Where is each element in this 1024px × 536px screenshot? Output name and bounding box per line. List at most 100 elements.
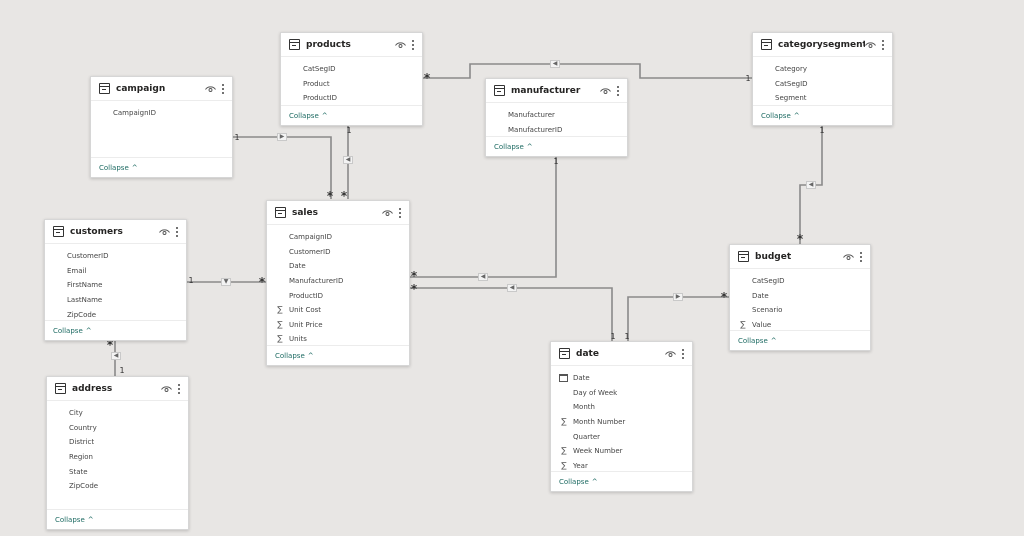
field-item[interactable]: ProductID — [281, 91, 422, 106]
field-item[interactable]: Segment — [753, 91, 892, 106]
cardinality-one: 1 — [234, 133, 240, 142]
field-item[interactable]: CustomerID — [45, 249, 186, 264]
collapse-link[interactable]: Collapse^ — [53, 327, 92, 335]
field-item[interactable]: Scenario — [730, 303, 870, 318]
eye-icon[interactable] — [395, 41, 406, 49]
relationship-line-products-categorysegment — [423, 63, 752, 79]
field-item[interactable]: Date — [551, 371, 692, 386]
field-item[interactable]: Region — [47, 450, 188, 465]
field-item[interactable]: CampaignID — [91, 106, 232, 121]
collapse-link[interactable]: Collapse^ — [289, 112, 328, 120]
field-item[interactable]: ∑Unit Price — [267, 318, 409, 333]
table-icon — [53, 226, 64, 237]
field-item[interactable]: Manufacturer — [486, 108, 627, 123]
field-label: Year — [573, 461, 588, 470]
eye-icon[interactable] — [665, 350, 676, 358]
collapse-divider — [281, 105, 422, 106]
more-options-icon[interactable] — [176, 226, 179, 237]
cardinality-many: * — [410, 269, 418, 283]
collapse-link[interactable]: Collapse^ — [559, 478, 598, 486]
field-item[interactable]: Quarter — [551, 429, 692, 444]
table-header[interactable]: date — [551, 342, 692, 366]
eye-icon[interactable] — [865, 41, 876, 49]
more-options-icon[interactable] — [412, 39, 415, 50]
collapse-link[interactable]: Collapse^ — [275, 352, 314, 360]
field-item[interactable]: ZipCode — [47, 479, 188, 494]
table-title: address — [72, 383, 113, 394]
field-item[interactable]: ∑Month Number — [551, 415, 692, 430]
table-header[interactable]: manufacturer — [486, 79, 627, 103]
field-list: CampaignID — [91, 101, 232, 121]
field-item[interactable]: ∑Unit Cost — [267, 303, 409, 318]
eye-icon[interactable] — [600, 87, 611, 95]
field-item[interactable]: Category — [753, 62, 892, 77]
field-item[interactable]: Day of Week — [551, 386, 692, 401]
more-options-icon[interactable] — [882, 39, 885, 50]
more-options-icon[interactable] — [682, 348, 685, 359]
field-item[interactable]: Email — [45, 264, 186, 279]
collapse-divider — [730, 330, 870, 331]
table-header[interactable]: campaign — [91, 77, 232, 101]
more-options-icon[interactable] — [399, 207, 402, 218]
field-item[interactable]: ∑Units — [267, 332, 409, 347]
collapse-link[interactable]: Collapse^ — [55, 516, 94, 524]
field-item[interactable]: CatSegID — [730, 274, 870, 289]
field-item[interactable]: Product — [281, 77, 422, 92]
collapse-link[interactable]: Collapse^ — [99, 164, 138, 172]
more-options-icon[interactable] — [617, 85, 620, 96]
field-item[interactable]: ManufacturerID — [486, 123, 627, 138]
collapse-link[interactable]: Collapse^ — [494, 143, 533, 151]
field-item[interactable]: CampaignID — [267, 230, 409, 245]
cardinality-one: 1 — [745, 74, 751, 83]
table-header[interactable]: address — [47, 377, 188, 401]
table-header[interactable]: products — [281, 33, 422, 57]
field-item[interactable]: Month — [551, 400, 692, 415]
eye-icon[interactable] — [161, 385, 172, 393]
eye-icon[interactable] — [843, 253, 854, 261]
field-item[interactable]: ∑Week Number — [551, 444, 692, 459]
eye-icon[interactable] — [159, 228, 170, 236]
field-item[interactable]: CustomerID — [267, 245, 409, 260]
field-item[interactable]: LastName — [45, 293, 186, 308]
collapse-link[interactable]: Collapse^ — [738, 337, 777, 345]
field-item[interactable]: ∑Year — [551, 459, 692, 474]
table-header[interactable]: categorysegment — [753, 33, 892, 57]
eye-icon[interactable] — [205, 85, 216, 93]
field-item[interactable]: City — [47, 406, 188, 421]
collapse-divider — [486, 136, 627, 137]
more-options-icon[interactable] — [860, 251, 863, 262]
field-item[interactable]: ManufacturerID — [267, 274, 409, 289]
more-options-icon[interactable] — [178, 383, 181, 394]
field-item[interactable]: FirstName — [45, 278, 186, 293]
field-item[interactable]: District — [47, 435, 188, 450]
cardinality-many: * — [796, 232, 804, 246]
table-header[interactable]: customers — [45, 220, 186, 244]
eye-icon[interactable] — [382, 209, 393, 217]
field-item[interactable]: ZipCode — [45, 307, 186, 322]
relationship-line-campaign-sales — [233, 136, 332, 199]
field-item[interactable]: ProductID — [267, 288, 409, 303]
field-item[interactable]: CatSegID — [753, 77, 892, 92]
field-item[interactable]: Country — [47, 421, 188, 436]
more-options-icon[interactable] — [222, 83, 225, 94]
sum-icon: ∑ — [561, 445, 567, 455]
field-item[interactable]: State — [47, 464, 188, 479]
field-item[interactable]: Date — [730, 289, 870, 304]
table-header[interactable]: sales — [267, 201, 409, 225]
field-item[interactable]: ∑Value — [730, 318, 870, 333]
field-item[interactable]: CatSegID — [281, 62, 422, 77]
table-header[interactable]: budget — [730, 245, 870, 269]
collapse-link[interactable]: Collapse^ — [761, 112, 800, 120]
field-item[interactable]: Date — [267, 259, 409, 274]
filter-direction-arrow: ▼ — [221, 278, 231, 286]
